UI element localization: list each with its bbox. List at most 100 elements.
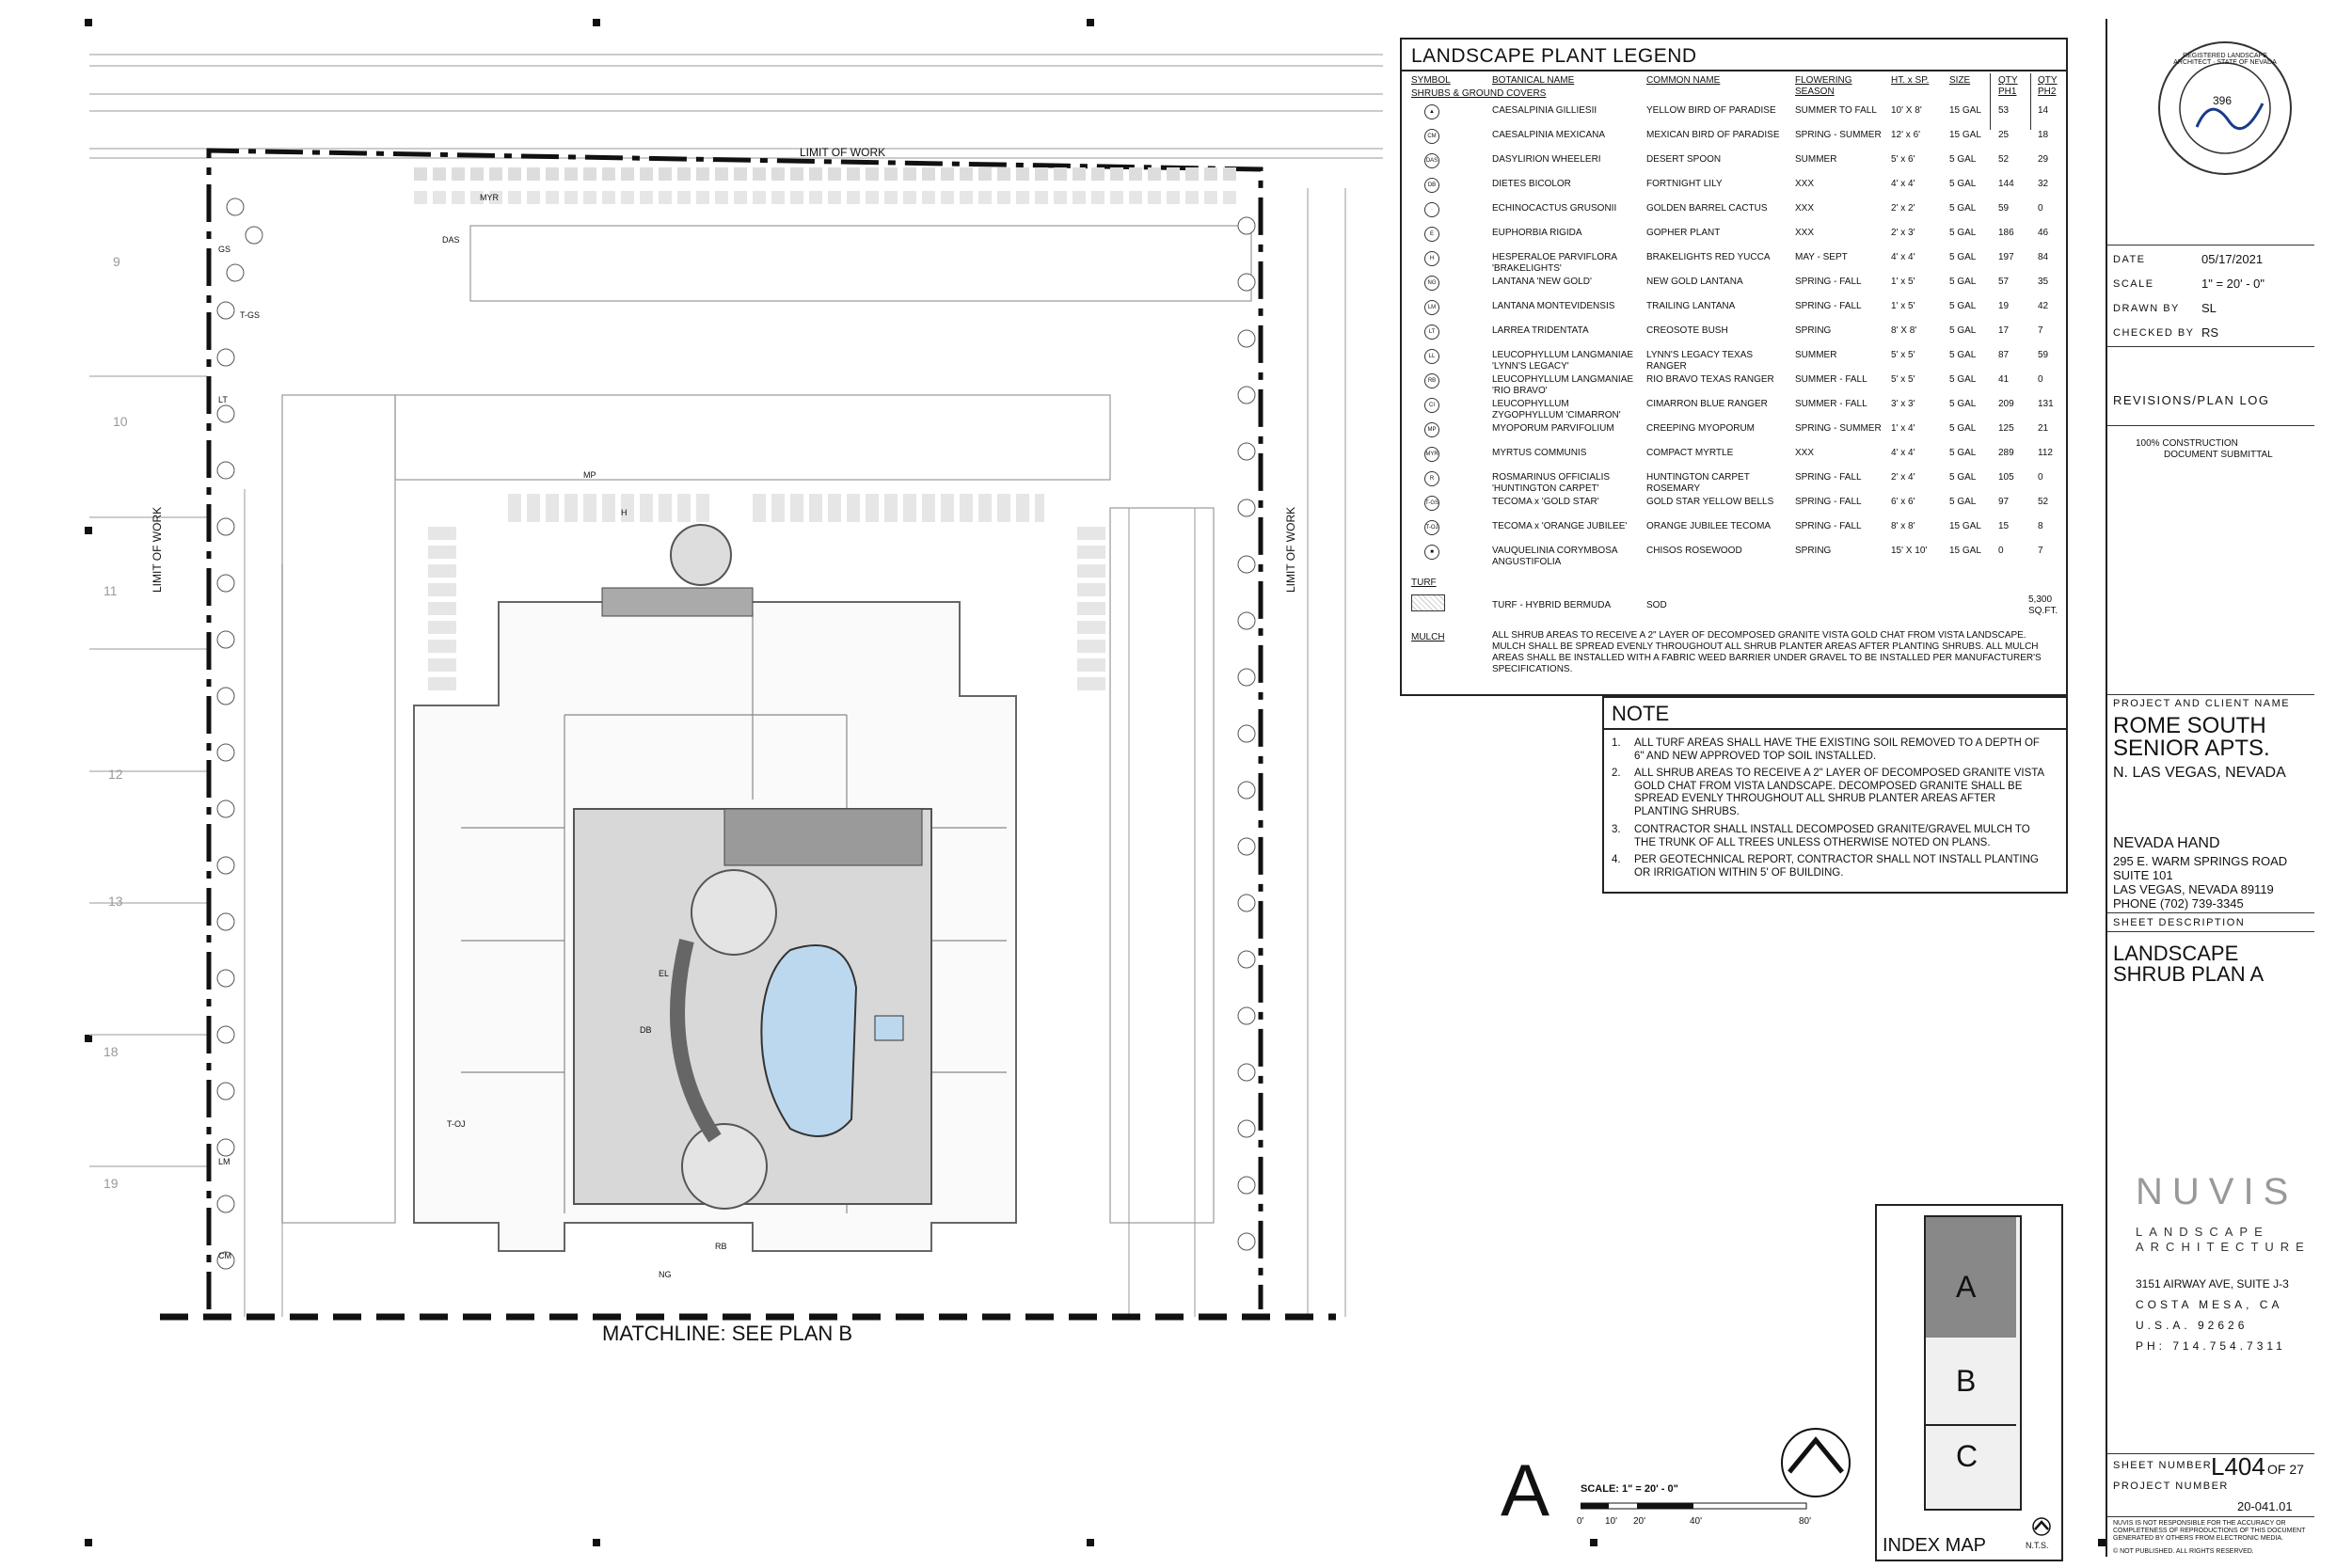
legend-cell-botanical: LARREA TRIDENTATA [1492,325,1589,336]
legend-cell-flowering: SPRING [1795,546,1832,556]
scale-label-tb: SCALE [2113,278,2154,290]
legend-cell-ht: 12' x 6' [1891,130,1921,140]
parking-area [281,225,1252,1224]
legend-cell-ht: 2' x 4' [1891,472,1915,483]
legend-cell-flowering: XXX [1795,448,1815,458]
legend-cell-common: BRAKELIGHTS RED YUCCA [1646,252,1771,262]
legend-cell-ht: 4' x 4' [1891,179,1915,189]
legend-cell-botanical: CAESALPINIA GILLIESII [1492,105,1597,116]
shrub-row-symbols [414,167,1242,696]
client-address-1: 295 E. WARM SPRINGS ROAD [2113,854,2288,868]
legend-cell-ht: 2' x 2' [1891,203,1915,214]
legend-cell-size: 5 GAL [1949,423,1977,434]
legend-cell-botanical: ROSMARINUS OFFICIALIS 'HUNTINGTON CARPET… [1492,472,1611,494]
lot-number: 10 [113,414,128,429]
firm-phone: PH: 714.754.7311 [2136,1339,2286,1353]
legend-cell-ph1: 52 [1998,154,2010,165]
legend-cell-ph2: 7 [2038,325,2043,336]
scale-bar [1581,1502,1807,1510]
legend-cell-ht: 10' X 8' [1891,105,1922,116]
legend-cell-size: 5 GAL [1949,325,1977,336]
legend-symbol-icon: NG [1424,276,1439,291]
firm-line-1: LANDSCAPE [2136,1225,2269,1239]
firm-address-1: 3151 AIRWAY AVE, SUITE J-3 [2136,1277,2289,1291]
legend-header-ht: HT. x SP. [1891,75,1930,86]
site-plan-drawing [89,54,1383,1321]
legend-cell-size: 5 GAL [1949,179,1977,189]
legend-cell-ph1: 53 [1998,105,2010,116]
legend-cell-common: CIMARRON BLUE RANGER [1646,399,1768,409]
disclaimer: NUVIS IS NOT RESPONSIBLE FOR THE ACCURAC… [2113,1520,2306,1542]
limit-of-work-label-top: LIMIT OF WORK [800,146,886,159]
legend-cell-ht: 8' X 8' [1891,325,1917,336]
note-number: 4. [1612,854,1621,865]
mulch-heading: MULCH [1411,632,1445,642]
registration-mark [1590,1539,1597,1546]
legend-cell-common: CREOSOTE BUSH [1646,325,1728,336]
legend-cell-ht: 4' x 4' [1891,448,1915,458]
professional-seal [2158,41,2292,175]
legend-subhead: SHRUBS & GROUND COVERS [1411,88,1547,99]
plan-letter: A [1501,1449,1550,1531]
legend-cell-botanical: ECHINOCACTUS GRUSONII [1492,203,1617,214]
mulch-text: ALL SHRUB AREAS TO RECEIVE A 2" LAYER OF… [1492,630,2042,674]
legend-cell-flowering: XXX [1795,179,1815,189]
turf-quantity: 5,300 SQ.FT. [2028,594,2058,616]
legend-cell-ph2: 7 [2038,546,2043,556]
plant-tag: H [621,508,628,517]
project-location: N. LAS VEGAS, NEVADA [2113,765,2286,781]
curved-seat-wall [670,939,722,1143]
legend-cell-common: COMPACT MYRTLE [1646,448,1734,458]
legend-cell-ph1: 186 [1998,228,2014,238]
registration-mark [593,19,600,26]
legend-cell-size: 15 GAL [1949,546,1981,556]
index-map-divider [1926,1424,2016,1426]
legend-cell-botanical: CAESALPINIA MEXICANA [1492,130,1606,140]
legend-cell-flowering: SUMMER [1795,154,1837,165]
legend-cell-ph2: 0 [2038,472,2043,483]
limit-of-work-label-right: LIMIT OF WORK [1284,506,1297,593]
limit-of-work-line [206,148,1263,1309]
legend-cell-common: LYNN'S LEGACY TEXAS RANGER [1646,350,1754,372]
legend-cell-flowering: SPRING [1795,325,1832,336]
firm-address-3: U.S.A. 92626 [2136,1319,2249,1332]
legend-cell-size: 5 GAL [1949,277,1977,287]
legend-cell-common: TRAILING LANTANA [1646,301,1736,311]
legend-symbol-icon: · [1424,202,1439,217]
legend-cell-ht: 8' x 8' [1891,521,1915,531]
legend-symbol-icon: H [1424,251,1439,266]
checked-by-value: RS [2201,325,2219,340]
legend-cell-botanical: MYOPORUM PARVIFOLIUM [1492,423,1614,434]
index-map-nts: N.T.S. [2026,1541,2049,1550]
turf-name: TURF - HYBRID BERMUDA [1492,600,1612,610]
legend-cell-botanical: DASYLIRION WHEELERI [1492,154,1601,165]
legend-cell-ph2: 29 [2038,154,2049,165]
plant-tag: MYR [480,193,499,202]
legend-cell-ph1: 144 [1998,179,2014,189]
tb-divider [2107,346,2314,347]
sheet-number: L404 [2211,1452,2265,1481]
plant-tag: LT [218,395,228,404]
legend-cell-ph1: 97 [1998,497,2010,507]
plant-tag: T-OJ [447,1119,466,1129]
legend-symbol-icon: LM [1424,300,1439,315]
legend-cell-ph1: 15 [1998,521,2010,531]
legend-cell-ph1: 17 [1998,325,2010,336]
project-name-1: ROME SOUTH [2113,713,2266,738]
legend-cell-ph2: 52 [2038,497,2049,507]
legend-cell-ht: 5' x 6' [1891,154,1915,165]
shade-structure [723,808,923,866]
sheet-description-label: SHEET DESCRIPTION [2113,917,2246,928]
legend-header-common: COMMON NAME [1646,75,1721,86]
legend-symbol-icon: LL [1424,349,1439,364]
legend-cell-botanical: LANTANA 'NEW GOLD' [1492,277,1592,287]
plant-tag: NG [659,1270,672,1279]
legend-header-symbol: SYMBOL [1411,75,1451,86]
tb-divider [2107,912,2314,913]
legend-cell-botanical: DIETES BICOLOR [1492,179,1571,189]
legend-cell-size: 15 GAL [1949,521,1981,531]
tb-divider [2107,931,2314,932]
legend-cell-botanical: VAUQUELINIA CORYMBOSA ANGUSTIFOLIA [1492,546,1618,567]
tb-divider [2107,1516,2314,1517]
date-label: DATE [2113,254,2146,265]
